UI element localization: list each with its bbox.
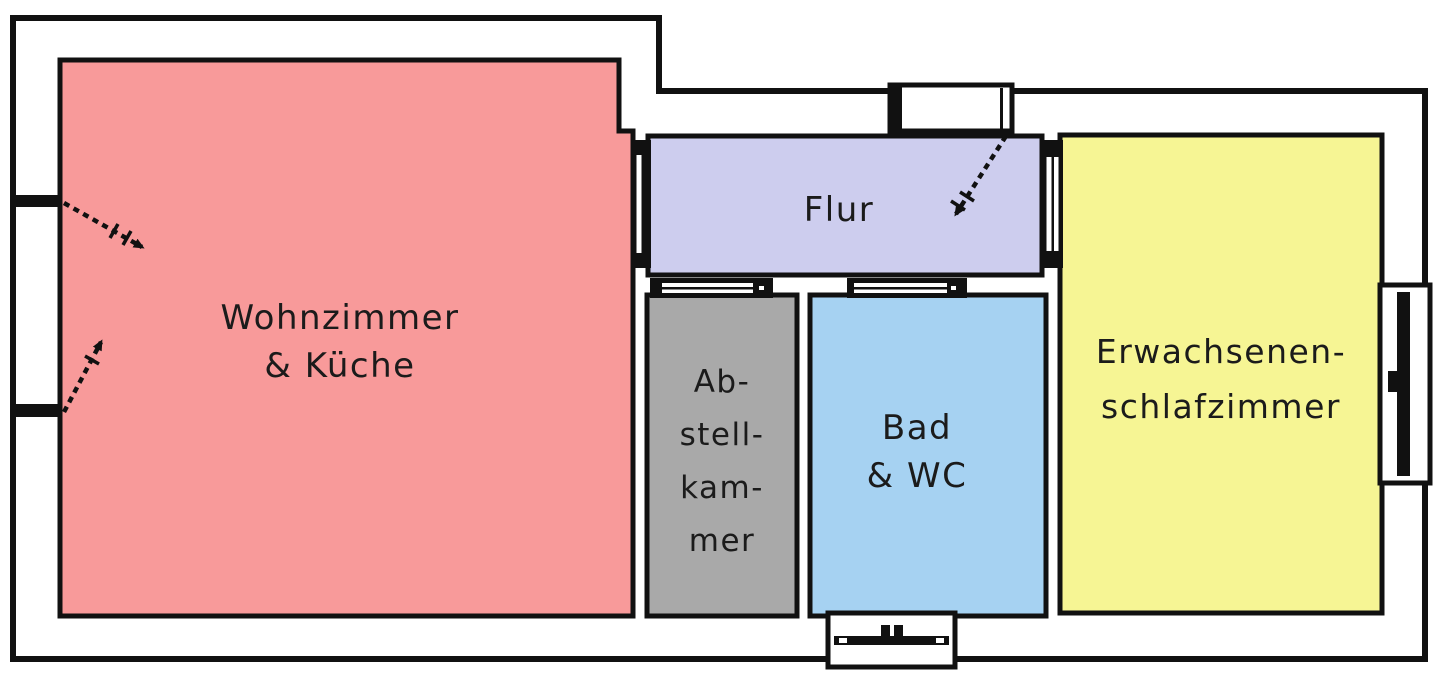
- room-storage: [644, 292, 800, 619]
- door-arrow-living-lower-icon: [62, 339, 103, 414]
- door-symbol-hallway-bedroom-icon: [1042, 140, 1063, 268]
- door-symbol-living-hallway-icon: [631, 140, 651, 268]
- door-symbol-hallway-bathroom-icon: [847, 278, 967, 298]
- arrow-feather-ticks: [84, 190, 975, 366]
- entrance-door-symbol-icon: [887, 82, 1015, 134]
- door-arrow-entry-living-icon: [62, 201, 145, 249]
- left-wall-jamb-top: [10, 195, 62, 207]
- room-bedroom: [1057, 132, 1385, 616]
- left-wall-jamb-bottom: [10, 404, 62, 417]
- door-symbol-hallway-storage-icon: [650, 278, 773, 298]
- room-living-kitchen: [57, 57, 636, 619]
- room-hallway: [645, 133, 1045, 278]
- room-bathroom: [807, 292, 1049, 619]
- outer-wall: [10, 15, 1428, 662]
- window-symbol-right-icon: [1377, 282, 1433, 486]
- door-arrow-entrance-hallway-icon: [954, 134, 1008, 217]
- window-symbol-bottom-icon: [825, 610, 958, 670]
